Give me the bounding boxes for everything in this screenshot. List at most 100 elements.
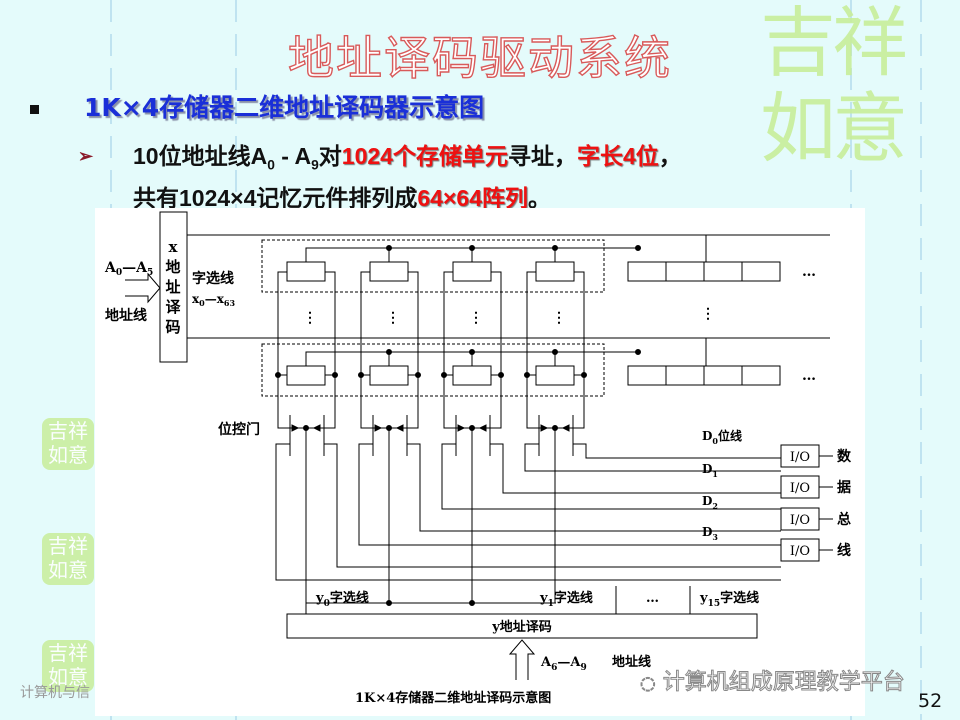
row-group-dashed-box: [261, 239, 605, 293]
ellipsis: ⋮: [386, 310, 400, 326]
watermark: ◌ 计算机组成原理教学平台: [640, 664, 906, 696]
word-line-stub: [471, 247, 555, 262]
ellipsis: …: [802, 264, 816, 280]
io-label: I/O: [790, 513, 810, 528]
y15-word-line-label: y15字选线: [699, 590, 759, 609]
memory-cell: [369, 365, 409, 386]
d-line-label: D0位线: [702, 428, 742, 446]
bullet-heading-text: 1K×4存储器二维地址译码器示意图: [84, 93, 485, 122]
io-buffer: I/O 总 D2: [702, 494, 851, 531]
memory-cell: [535, 261, 575, 282]
junction-dot: [498, 372, 504, 378]
y-address-label: 地址线: [612, 654, 651, 670]
ellipsis: ⋮: [701, 306, 715, 322]
d-line-label: D3: [702, 525, 718, 542]
data-line: [441, 443, 781, 510]
d-line-label: D2: [702, 494, 718, 511]
data-line: [524, 443, 781, 472]
word-line-stub: [388, 351, 472, 366]
background-dash: [920, 0, 922, 720]
decoration-stamp: 吉祥如意: [42, 418, 94, 470]
gate-arrow-icon: [457, 424, 487, 432]
bullet-heading: 1K×4存储器二维地址译码器示意图: [30, 88, 484, 124]
memory-cell: [286, 261, 326, 282]
data-bus-label: 数: [837, 448, 852, 465]
junction-dot: [635, 349, 641, 355]
word-line-stub: [305, 351, 389, 366]
data-line: [324, 443, 781, 568]
decoder-diagram: x 地 址 译 码 A0—A5 地址线 字选线 x0—x63 位控门 ⋮⋮⋮⋮ …: [95, 208, 865, 716]
junction-dot: [358, 372, 364, 378]
x-word-range: x0—x63: [192, 292, 235, 308]
x-address-range: A0—A5: [104, 260, 153, 278]
junction-dot: [275, 372, 281, 378]
data-bus-label: 总: [837, 511, 851, 528]
x-decoder-label: x: [169, 238, 179, 256]
bit-gate-label: 位控门: [218, 421, 260, 438]
bit-line: [277, 271, 336, 429]
gate-arrow-icon: [291, 424, 321, 432]
slide-title: 地址译码驱动系统: [287, 30, 672, 85]
memory-column: ⋮: [524, 245, 781, 603]
io-buffer: I/O 据 D1: [702, 462, 851, 499]
x-decoder-label: 码: [165, 318, 180, 336]
y-address-arrow-icon: [508, 639, 536, 680]
word-line-stub: [305, 247, 389, 262]
word-line-label: 字选线: [192, 270, 234, 287]
memory-column: ⋮: [275, 245, 781, 603]
gate-arrow-icon: [540, 424, 570, 432]
y1-word-line-label: y1字选线: [539, 590, 593, 609]
word-line-stub: [471, 351, 555, 366]
junction-dot: [524, 372, 530, 378]
bullet-line-2: 共有1024×4记忆元件排列成64×64阵列。: [133, 184, 551, 211]
junction-dot: [332, 372, 338, 378]
data-bus-label: 据: [837, 479, 851, 496]
data-line: [358, 443, 781, 546]
data-line: [275, 443, 781, 581]
memory-cell: [286, 365, 326, 386]
ellipsis: …: [646, 591, 659, 606]
y0-word-line-label: y0字选线: [315, 590, 369, 609]
decoration-stamp: 吉祥如意: [42, 640, 94, 692]
memory-cell: [535, 365, 575, 386]
data-bus-label: 线: [837, 542, 851, 559]
x-decoder-box: [159, 211, 188, 363]
decoration-calligraphy: 吉祥如意: [760, 0, 908, 173]
memory-cell: [452, 365, 492, 386]
x-decoder-label: 译: [165, 298, 181, 316]
junction-dot: [415, 372, 421, 378]
gate-arrow-icon: [374, 424, 404, 432]
memory-cell: [369, 261, 409, 282]
diagram-caption: 1K×4存储器二维地址译码示意图: [355, 690, 551, 706]
io-label: I/O: [790, 481, 810, 496]
memory-column: ⋮: [441, 245, 781, 606]
page-number: 52: [918, 690, 943, 712]
wechat-icon: ◌: [640, 673, 657, 695]
bullet-square-icon: [30, 104, 39, 114]
io-label: I/O: [790, 544, 810, 559]
decoration-stamp: 吉祥如意: [42, 533, 94, 585]
x-address-label: 地址线: [105, 307, 147, 324]
memory-columns: ⋮ ⋮ ⋮ ⋮: [275, 245, 781, 606]
junction-dot: [635, 245, 641, 251]
bullet-detail: ➢ 10位地址线A0 - A9对1024个存储单元寻址，字长4位， 共有1024…: [78, 140, 682, 215]
ellipsis: ⋮: [303, 310, 317, 326]
y-decoder-label: y地址译码: [491, 619, 552, 635]
watermark-text: 计算机组成原理教学平台: [662, 670, 905, 696]
word-line-stub: [554, 351, 638, 366]
ellipsis: ⋮: [469, 310, 483, 326]
ellipsis: ⋮: [552, 310, 566, 326]
data-line: [407, 443, 781, 532]
word-line-stub: [554, 247, 638, 262]
word-line-stub: [388, 247, 472, 262]
memory-cell: [452, 261, 492, 282]
x-decoder-label: 地: [165, 258, 180, 276]
arrow-bullet-icon: ➢: [78, 146, 94, 166]
d-line-label: D1: [702, 462, 718, 479]
junction-dot: [581, 372, 587, 378]
y-decoder-box: [286, 613, 758, 639]
data-line: [573, 443, 781, 459]
data-line: [490, 443, 781, 494]
